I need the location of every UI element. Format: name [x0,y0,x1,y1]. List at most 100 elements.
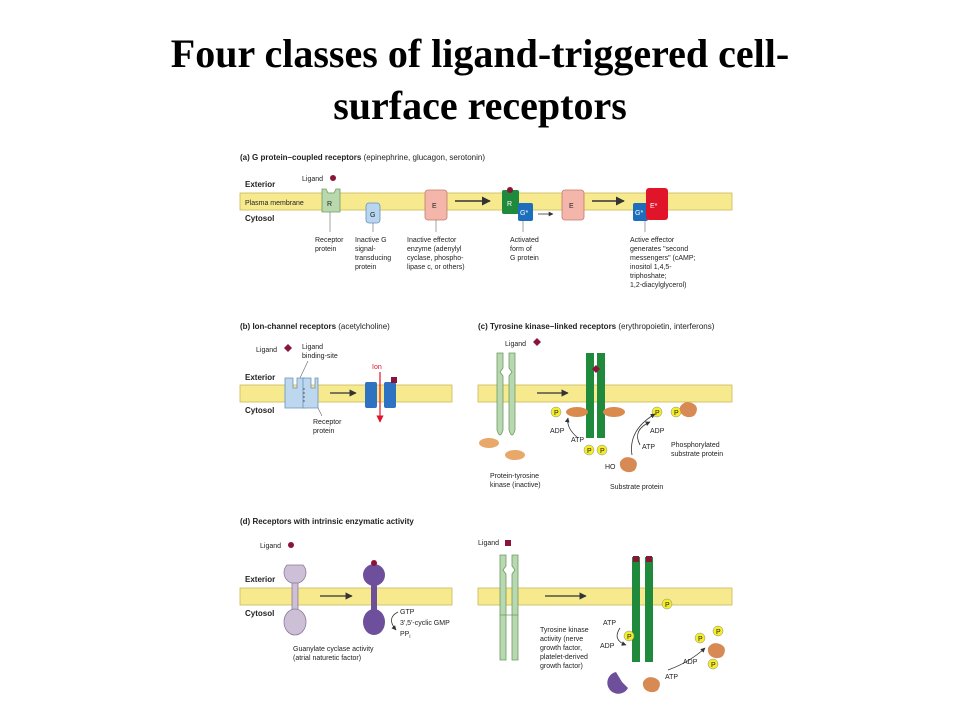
guanylate-label: Guanylate cyclase activity (atrial natur… [293,646,376,662]
kinase-inactive-label: Protein-tyrosine kinase (inactive) [490,473,541,489]
g-active-text-2: G* [635,210,643,217]
ligand-dot-d [288,542,294,548]
ligand-bound-c [592,365,600,373]
ppi-label: PPi [400,631,410,640]
enzyme-d [607,672,628,694]
g-protein-active-2 [633,203,648,221]
kinase-active-1 [566,407,588,417]
ion-channel-closed-right [302,377,319,409]
receptor-activated-text: R [507,201,512,208]
kinase-inactive-1 [479,438,499,448]
phosphates-d: P P P P P [623,598,724,670]
exterior-label-b: Exterior [245,373,275,382]
cgmp-label: 3',5'-cyclic GMP [400,620,450,627]
substrate-label: Substrate protein [610,484,663,491]
effector-text-2: E [569,203,574,210]
gtp-label: GTP [400,609,415,616]
tyrosine-receptor-inactive-1 [496,352,504,436]
panel-c-caption: (c) Tyrosine kinase–linked receptors (er… [478,322,715,331]
kinase-inactive-2 [505,450,525,460]
effector-active [646,188,668,220]
ion-channel-open-left [365,382,377,408]
g-protein-label: Inactive G signal- transducing protein [355,237,393,271]
g-protein-active-1 [518,203,533,221]
ho-label: HO [605,464,616,471]
receptor-protein-label-b: Receptor protein [313,419,343,435]
activated-g-label: Activated form of G protein [510,237,541,262]
tyrosine-receptor-inactive-2 [508,352,516,436]
phosphates-c: P P P P P [550,406,682,456]
svg-text:P: P [600,448,605,455]
kinase-active-2 [603,407,625,417]
exterior-label-d: Exterior [245,575,275,584]
page-title: Four classes of ligand-triggered cell- s… [0,28,960,132]
panel-a: (a) G protein–coupled receptors (epineph… [239,153,733,289]
guanylate-cyclase-active [363,560,385,635]
panel-b-caption: (b) Ion-channel receptors (acetylcholine… [240,322,390,331]
cytosol-label-a: Cytosol [245,214,274,223]
ligand-square-d [505,540,511,546]
panel-b: (b) Ion-channel receptors (acetylcholine… [239,322,453,435]
atp-label-c2: ATP [642,444,655,451]
ligand-label-d2: Ligand [478,540,499,547]
ligand-diamond-c [533,338,541,346]
effector-inactive-2 [561,189,585,221]
atp-label-d2: ATP [665,674,678,681]
plasma-membrane-label: Plasma membrane [245,200,304,207]
ion-label: Ion [372,364,382,371]
receptor-protein-label: Receptor protein [315,237,345,253]
panel-d: (d) Receptors with intrinsic enzymatic a… [239,517,733,694]
tyrosine-kinase-active-d [632,556,653,662]
g-protein-text: G [370,212,375,219]
ligand-label-c: Ligand [505,341,526,348]
ligand-diamond-b [284,344,292,352]
effector-active-text: E* [650,203,658,210]
svg-text:P: P [665,602,670,609]
title-line-2: surface receptors [333,83,627,128]
active-effector-label: Active effector generates "second messen… [630,237,697,289]
g-active-text-1: G* [520,210,528,217]
panel-c: (c) Tyrosine kinase–linked receptors (er… [477,322,733,491]
ligand-bound-b [391,377,397,383]
svg-text:P: P [711,662,716,669]
cytosol-label-b: Cytosol [245,406,274,415]
exterior-label-a: Exterior [245,180,275,189]
ligand-label-d: Ligand [260,543,281,550]
panel-d-caption: (d) Receptors with intrinsic enzymatic a… [240,517,414,526]
adp-label-d2: ADP [683,659,698,666]
tyrosine-receptor-active-1 [586,353,594,438]
ligand-dot-a [330,175,336,181]
svg-text:P: P [655,410,660,417]
receptor-r [321,188,341,213]
tyrosine-kinase-label: Tyrosine kinase activity (nerve growth f… [540,627,591,670]
phosphorylated-label: Phosphorylated substrate protein [671,442,723,458]
svg-text:P: P [587,448,592,455]
title-line-1: Four classes of ligand-triggered cell- [170,31,790,76]
svg-text:P: P [674,410,679,417]
receptor-activated [502,190,519,214]
adp-label-c1: ADP [550,428,565,435]
adp-label-d: ADP [600,643,615,650]
substrate-d [642,677,660,693]
cytosol-label-d: Cytosol [245,609,274,618]
ligand-bound-a [507,187,513,193]
ion-channel-closed-left [284,377,306,409]
receptor-r-text: R [327,201,332,208]
phosphorylated-substrate [679,402,697,418]
adp-label-c2: ADP [650,428,665,435]
atp-label-d: ATP [603,620,616,627]
svg-text:P: P [716,629,721,636]
binding-site-label: Ligand binding-site [302,344,338,360]
substrate-protein [619,457,637,473]
atp-label-c1: ATP [571,437,584,444]
guanylate-cyclase-inactive [283,564,307,636]
svg-text:P: P [698,636,703,643]
svg-text:P: P [627,634,632,641]
panel-a-caption: (a) G protein–coupled receptors (epineph… [240,153,485,162]
effector-label: Inactive effector enzyme (adenylyl cycla… [407,237,465,271]
ion-channel-open-right [384,382,396,408]
ligand-label-a: Ligand [302,176,323,183]
svg-text:P: P [554,410,559,417]
tyrosine-receptor-active-2 [597,353,605,438]
